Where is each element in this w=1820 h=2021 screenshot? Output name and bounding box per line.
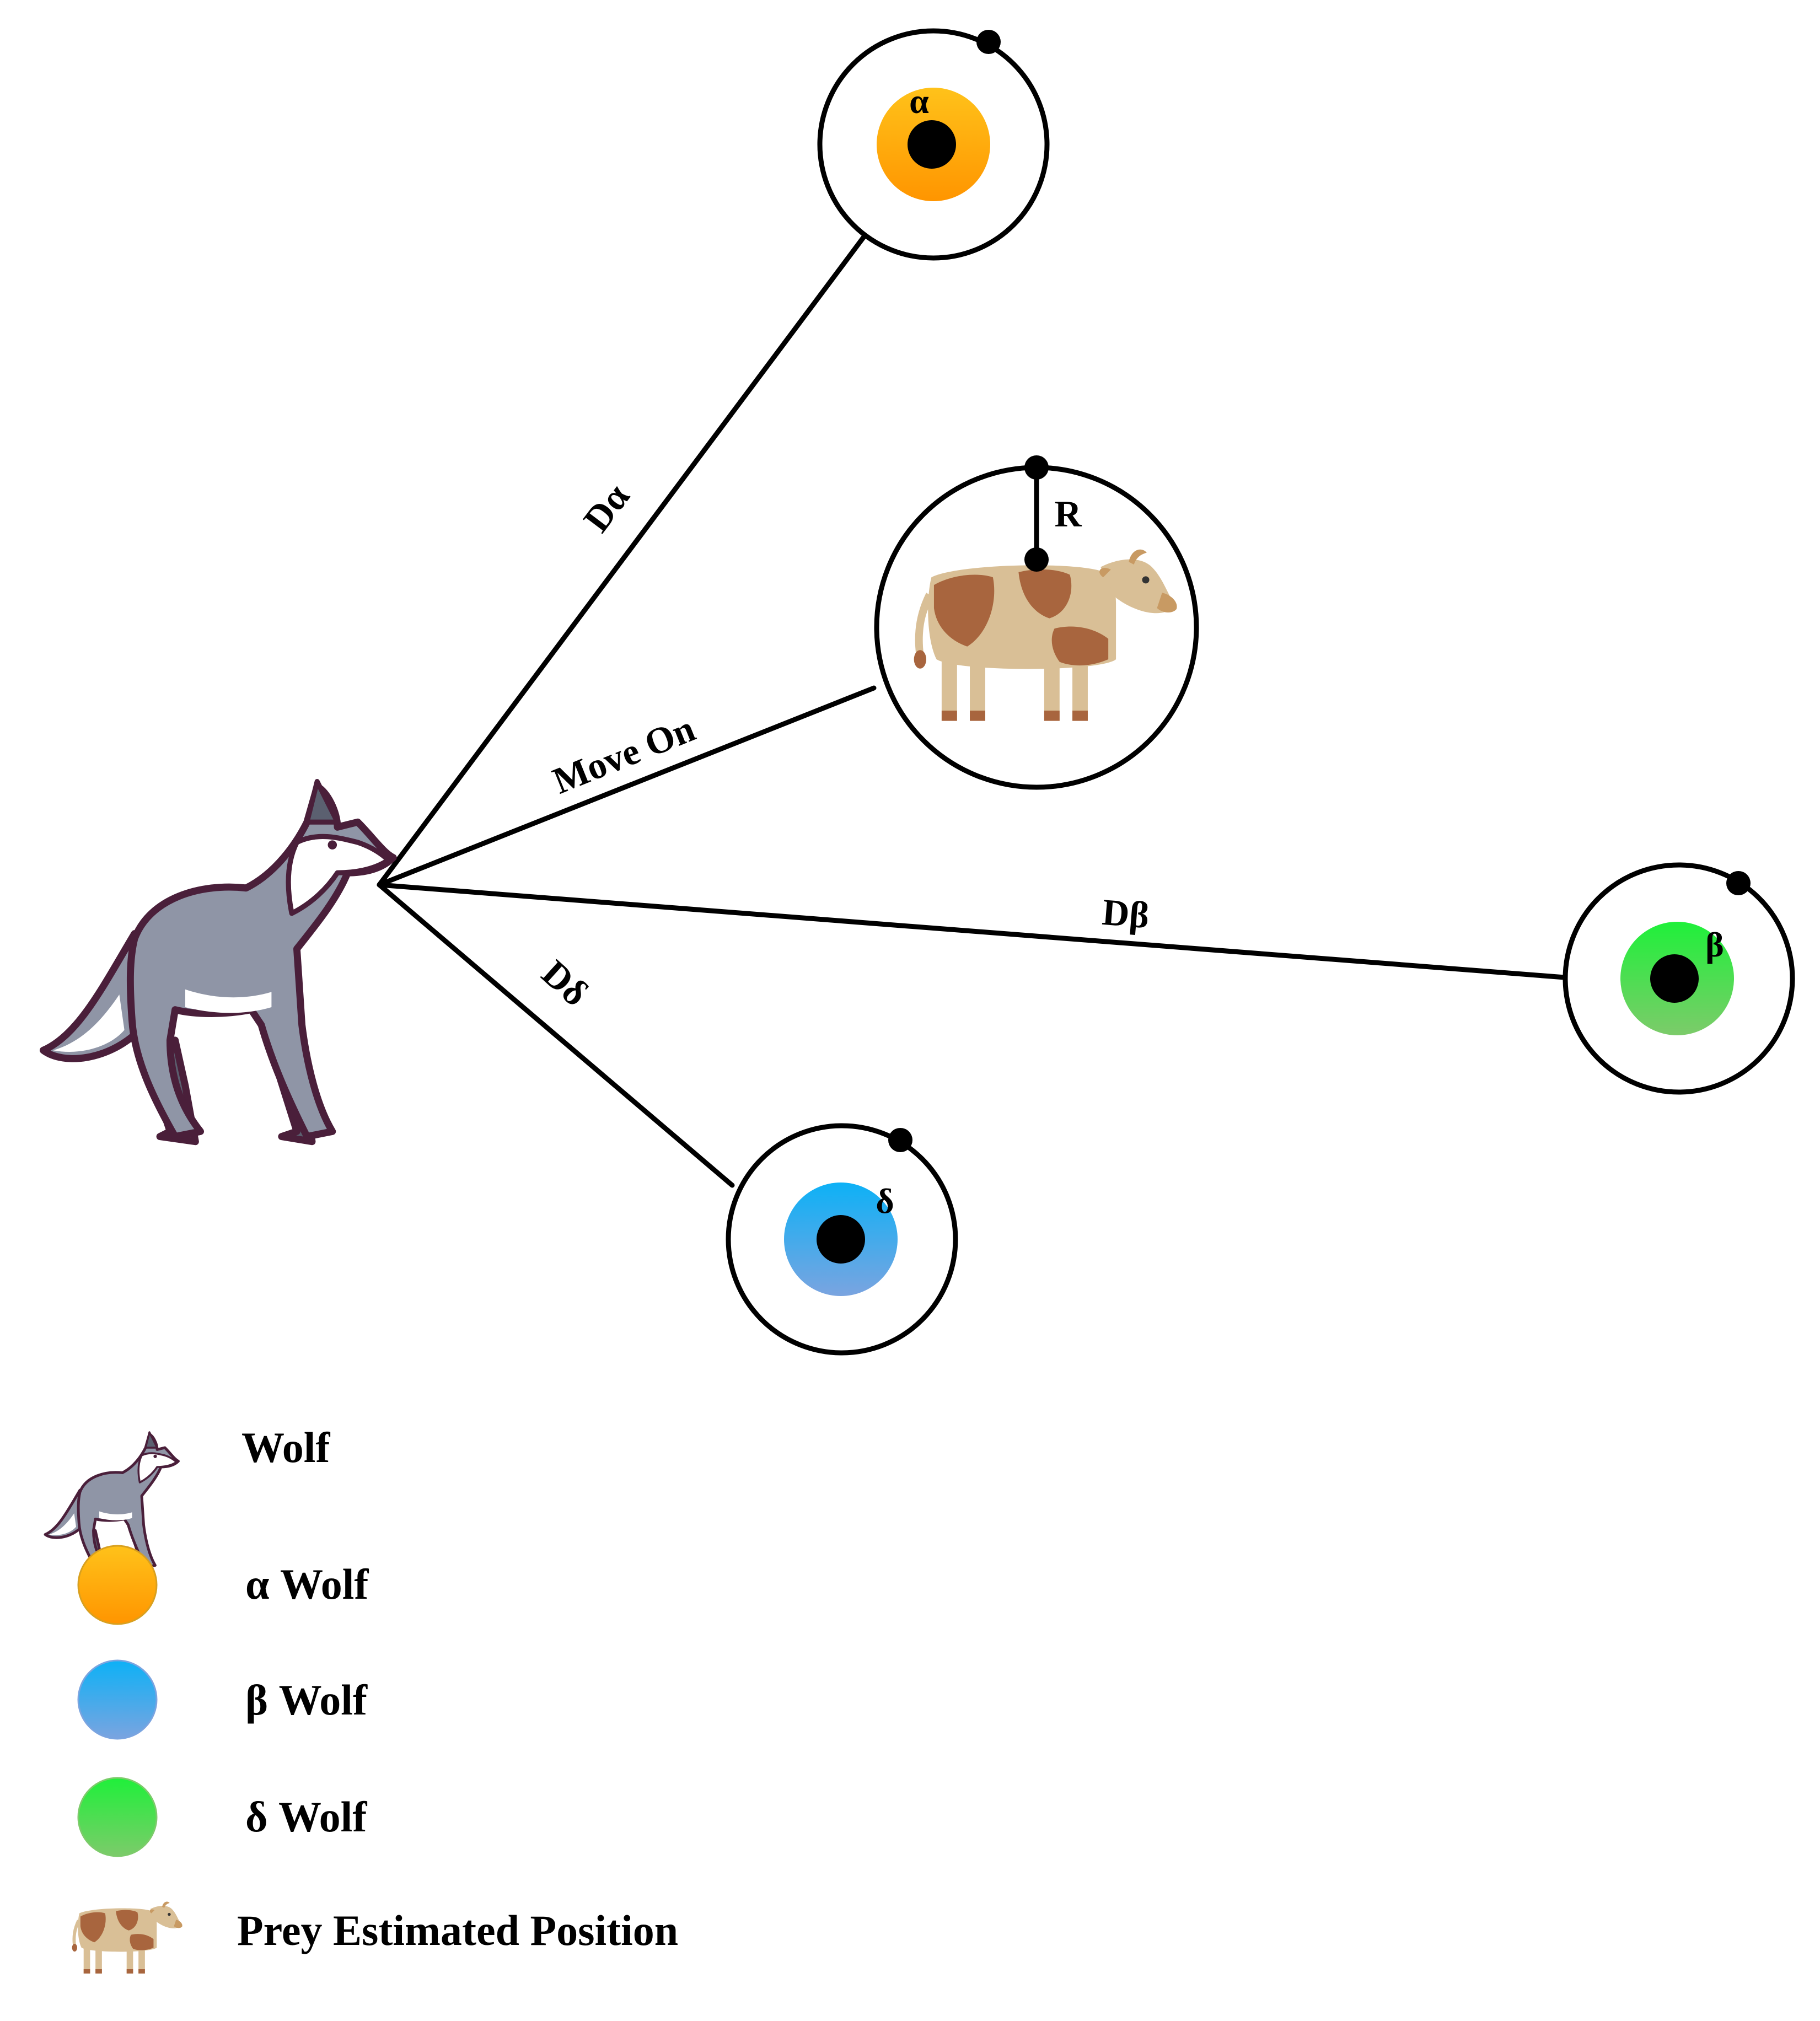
radius-top-dot — [1024, 455, 1049, 480]
beta-orbit-dot — [1726, 871, 1751, 895]
delta-center-dot — [817, 1215, 865, 1264]
legend-alpha-dot — [77, 1545, 158, 1625]
legend-delta-dot — [77, 1777, 158, 1857]
alpha-orbit-dot — [976, 30, 1001, 54]
legend-delta-label: δ Wolf — [245, 1793, 367, 1841]
edge-d-beta — [377, 882, 1567, 980]
legend-beta-label: β Wolf — [245, 1676, 368, 1724]
beta-center-dot — [1650, 954, 1699, 1003]
edge-move-on — [377, 685, 877, 888]
label-d-beta: Dβ — [1100, 891, 1151, 936]
legend-prey-label: Prey Estimated Position — [237, 1906, 678, 1954]
edge-d-delta — [377, 882, 735, 1188]
prey-node: R — [874, 455, 1199, 790]
main-wolf-icon — [43, 782, 393, 1142]
radius-label: R — [1054, 493, 1082, 535]
delta-symbol: δ — [876, 1181, 894, 1221]
legend-alpha-label: α Wolf — [245, 1560, 369, 1608]
legend-beta-dot — [77, 1659, 158, 1740]
edge-d-alpha — [377, 233, 867, 888]
legend: Wolf α Wolf β Wolf δ Wolf Prey Estimated… — [45, 1423, 678, 1974]
label-d-alpha: Dα — [575, 476, 637, 539]
alpha-symbol: α — [909, 82, 929, 121]
beta-wolf-node: β — [1563, 862, 1795, 1095]
alpha-wolf-node: α — [817, 28, 1050, 261]
label-d-delta: Dδ — [534, 952, 597, 1014]
alpha-center-dot — [908, 120, 956, 169]
delta-orbit-dot — [888, 1128, 912, 1152]
radius-center-dot — [1024, 547, 1049, 572]
edges — [377, 233, 1567, 1188]
beta-symbol: β — [1705, 925, 1724, 964]
delta-wolf-node: δ — [726, 1123, 958, 1356]
legend-wolf-label: Wolf — [241, 1423, 330, 1471]
legend-prey-icon — [72, 1901, 182, 1974]
